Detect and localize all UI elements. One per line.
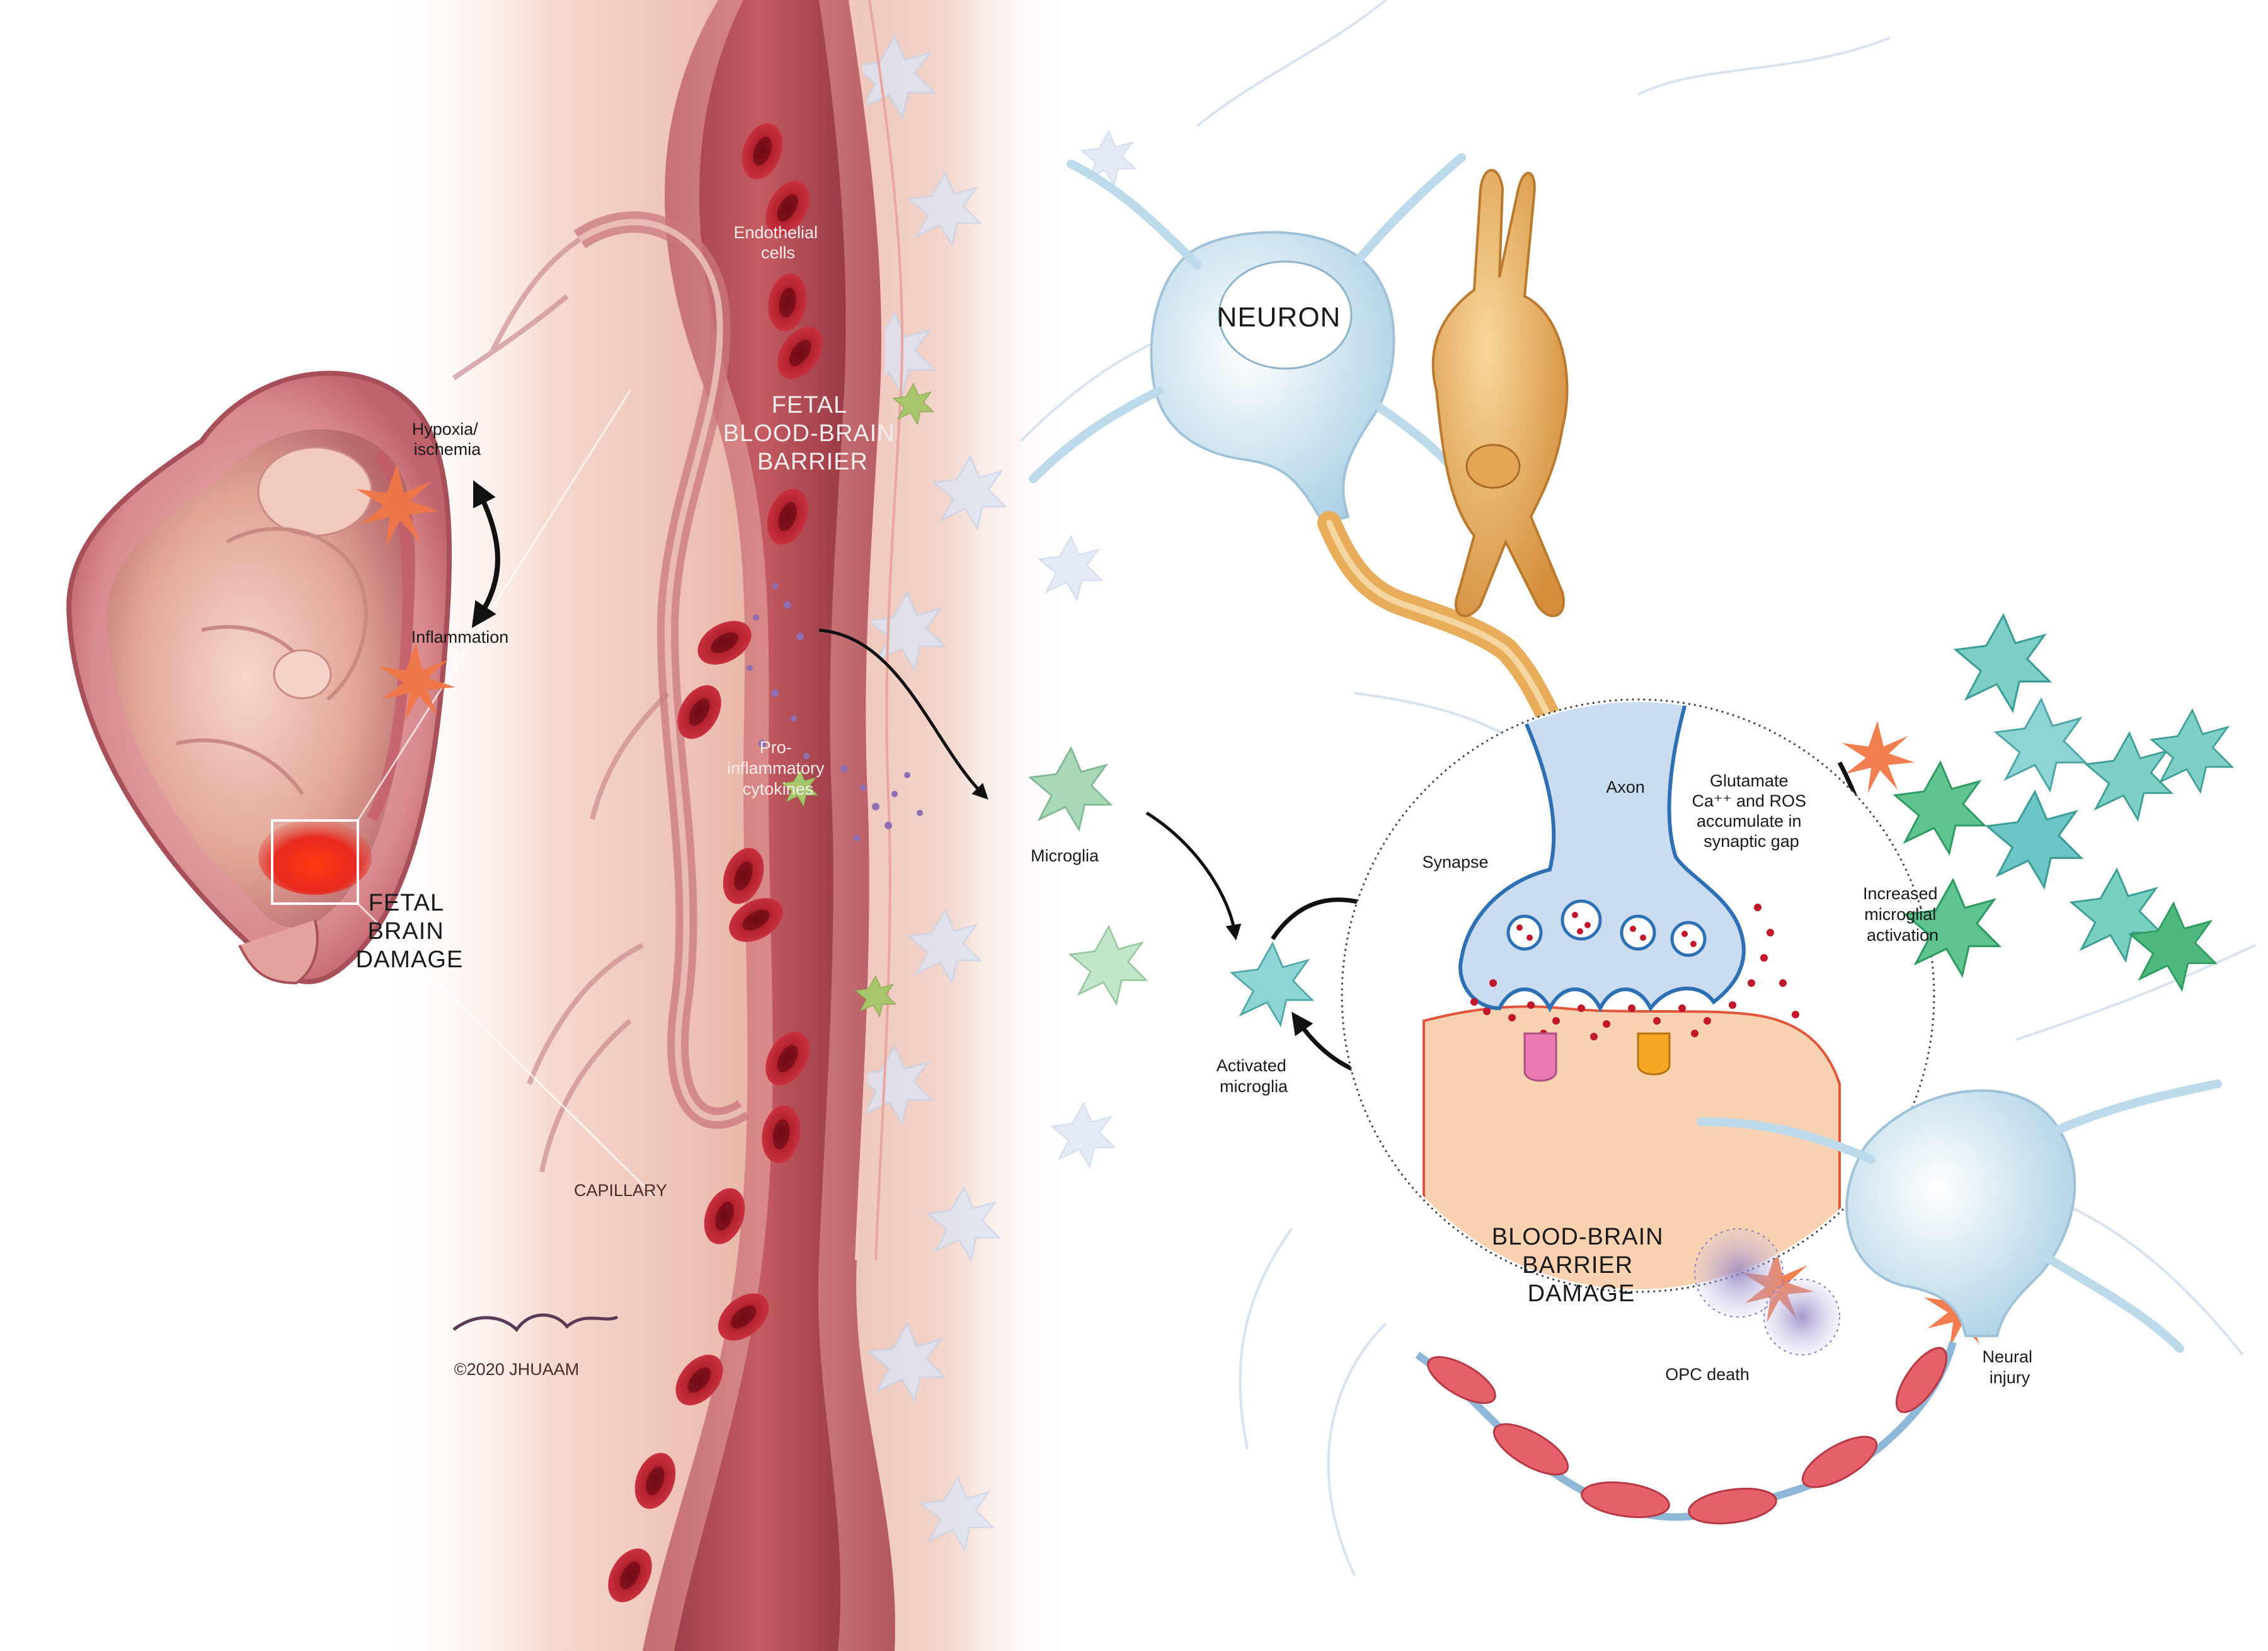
- label-glutamate: Glutamate Ca⁺⁺ and ROS accumulate in syn…: [1692, 771, 1811, 851]
- opc-cells: [1694, 1228, 1840, 1355]
- label-pro-inflammatory: Pro- inflammatory cytokines: [727, 738, 829, 798]
- label-fetal-brain-damage: FETAL BRAIN DAMAGE: [356, 890, 464, 973]
- labels: Endothelial cells FETAL BLOOD-BRAIN BARR…: [356, 223, 2037, 1387]
- synapse-inset: [1341, 698, 1935, 1293]
- label-endothelial: Endothelial cells: [733, 223, 822, 262]
- injured-neuron: [1697, 1079, 2222, 1353]
- neuron-nucleus: [1218, 260, 1353, 370]
- label-synapse: Synapse: [1422, 853, 1488, 872]
- label-neuron: NEURON: [1217, 302, 1341, 333]
- hypoxia-inflammation-arrow: [471, 480, 500, 628]
- label-capillary: CAPILLARY: [574, 1181, 667, 1200]
- activated-microglia-cluster: [1894, 614, 2233, 991]
- microglia-cells: [1029, 747, 1314, 1026]
- myelin-axon-illustration: [1415, 1341, 1957, 1525]
- label-fetal-bbb: FETAL BLOOD-BRAIN BARRIER: [723, 392, 902, 475]
- label-axon: Axon: [1606, 778, 1645, 797]
- label-increased-microglial: Increased microglial activation: [1863, 884, 1942, 945]
- artist-signature: [452, 1313, 619, 1332]
- neuron-illustration: [1029, 153, 1569, 730]
- cytokine-particles: [747, 583, 923, 841]
- label-copyright: ©2020 JHUAAM: [454, 1360, 579, 1379]
- label-inflammation: Inflammation: [411, 628, 509, 647]
- label-hypoxia: Hypoxia/ ischemia: [412, 420, 483, 459]
- fetus-illustration: [66, 371, 452, 985]
- label-opc-death: OPC death: [1665, 1365, 1750, 1384]
- activated-microglia-icon: [1230, 942, 1314, 1026]
- microglia-cell-icon: [1069, 926, 1147, 1005]
- brain-damage-box: [271, 819, 359, 905]
- label-neural-injury: Neural injury: [1982, 1347, 2037, 1387]
- label-bbb-damage: BLOOD-BRAIN BARRIER DAMAGE: [1492, 1224, 1671, 1307]
- label-microglia: Microglia: [1031, 846, 1099, 865]
- label-activated-microglia: Activated microglia: [1217, 1056, 1292, 1096]
- capillary-illustration: [452, 0, 903, 1651]
